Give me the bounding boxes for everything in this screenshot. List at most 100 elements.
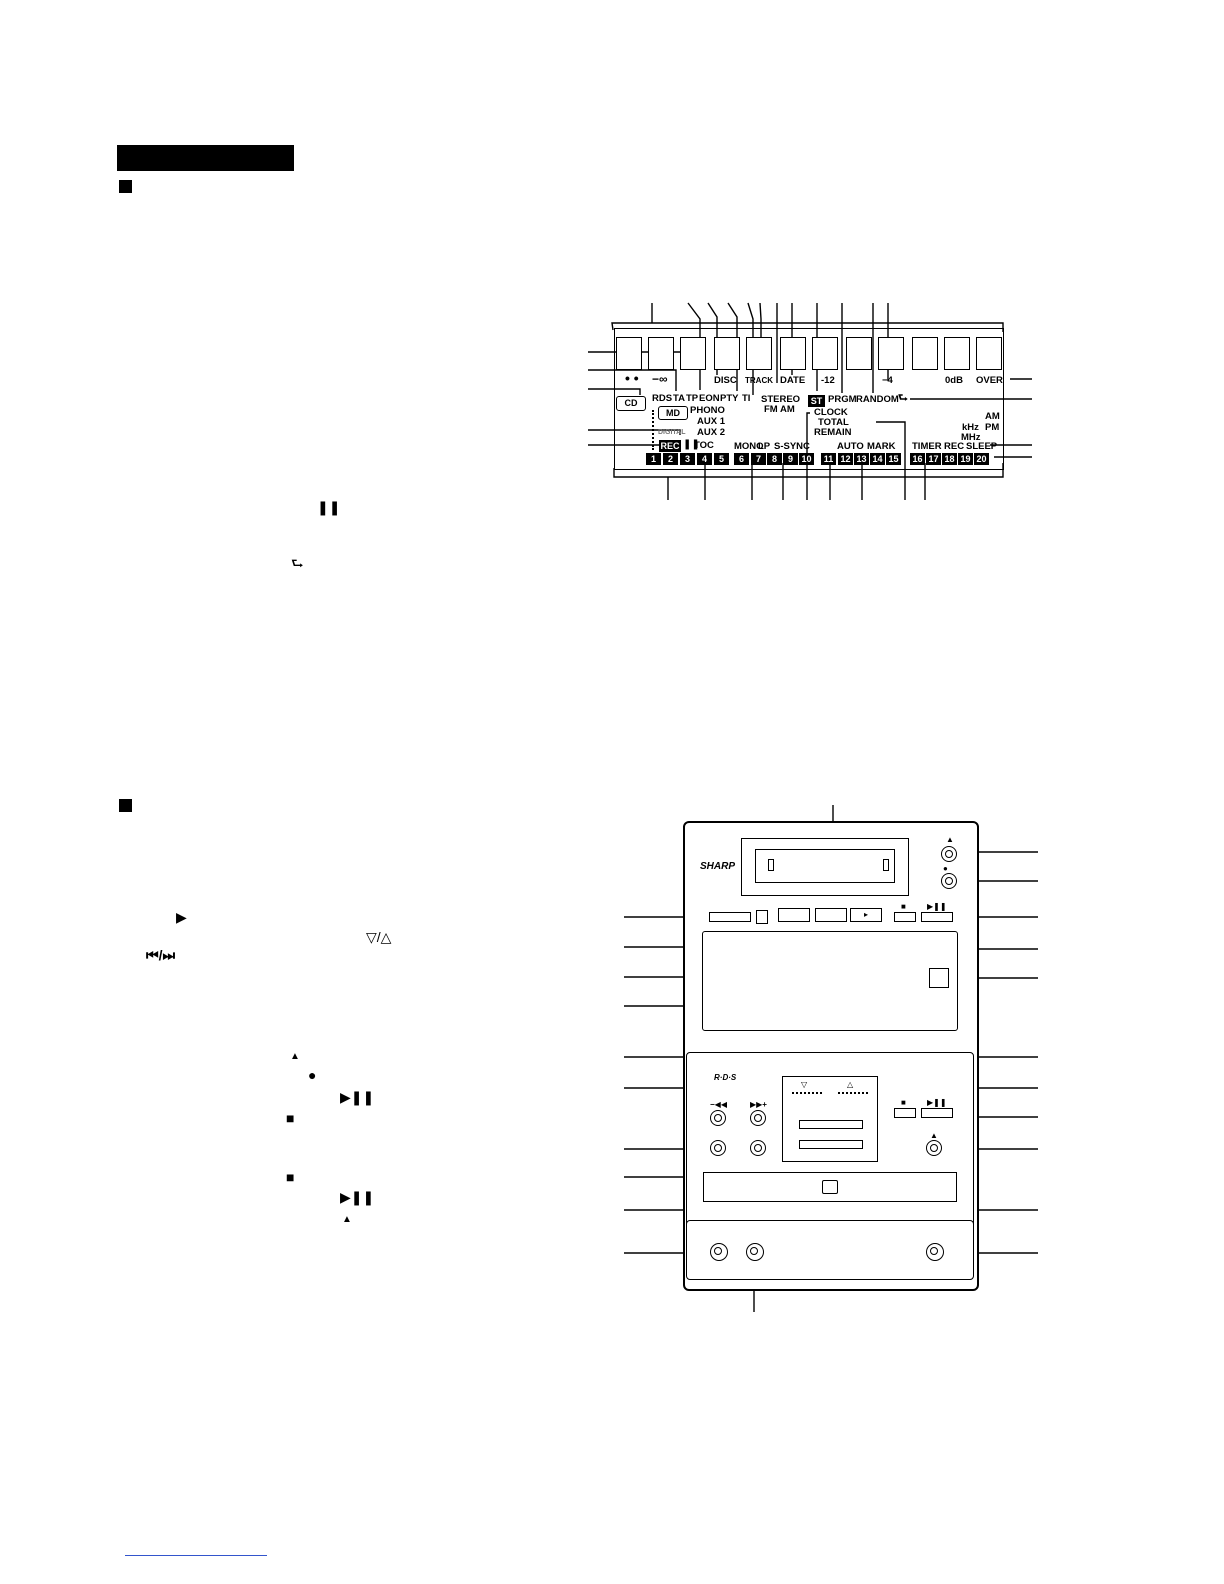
md-playpause-button[interactable] [921,912,953,922]
khz-indicator: kHz [962,422,979,433]
cd-tray[interactable] [703,1172,957,1202]
volume-down-knob[interactable] [710,1243,728,1261]
memory-button[interactable] [750,1140,766,1156]
cd-playpause-label: ▶❚❚ [927,1098,947,1107]
md-stop-label: ■ [901,902,906,911]
play-pause-symbol: ▶❚❚ [340,1089,375,1105]
digital-indicator: DIGITAL [658,429,686,436]
cd-slot-2[interactable] [799,1140,863,1149]
digit-8 [846,337,872,370]
pm-indicator: PM [985,422,1000,433]
disc-indicator: DISC [714,375,737,386]
repeat-symbol: ⮑ [291,555,304,571]
colon-indicator: • • [625,370,639,386]
track-number-13: 13 [854,453,869,465]
md-record-button[interactable] [941,873,957,889]
ssync-indicator: S-SYNC [774,441,810,452]
lp-indicator: LP [758,441,771,452]
track-number-5: 5 [714,453,729,465]
digit-5 [746,337,772,370]
track-number-7: 7 [751,453,766,465]
md-stop-button[interactable] [894,912,916,922]
tune-up-dots[interactable] [838,1092,868,1094]
md-play-button[interactable]: ▸ [850,908,882,922]
skip-symbol: ⏮/⏭ [146,947,176,963]
ti-indicator: TI [742,393,751,404]
fm-indicator: FM [764,404,778,415]
cd-stop-button[interactable] [894,1108,916,1118]
tune-down-label: ▽ [801,1080,808,1089]
remote-sensor [929,968,949,988]
minus12-indicator: -12 [821,375,835,386]
skip-back-label: −◀◀ [710,1100,727,1109]
track-number-19: 19 [958,453,973,465]
md-indicator: MD [658,406,688,420]
cassette-door[interactable] [702,931,958,1031]
track-number-3: 3 [680,453,695,465]
cd-indicator: CD [616,396,646,411]
record-symbol: ● [308,1067,317,1083]
cd-slot-1[interactable] [799,1120,863,1129]
track-indicator: TRACK [745,376,773,385]
minus4-indicator: −4 [882,375,893,386]
md-record-label: ● [943,864,948,873]
skip-forward-label: ▶▶+ [750,1100,767,1109]
md-function-button-2[interactable] [815,908,847,922]
tune-down-dots[interactable] [792,1092,822,1094]
mhz-indicator: MHz [961,432,981,443]
rds-logo: R·D·S [714,1073,737,1082]
cd-logo [822,1180,838,1194]
headphone-jack[interactable] [746,1243,764,1261]
volume-knob[interactable] [926,1243,944,1261]
phono-indicator: PHONO [690,405,725,416]
cd-eject-button[interactable] [926,1140,942,1156]
skip-back-button[interactable] [710,1110,726,1126]
eon-indicator: EON [699,393,720,404]
track-number-2: 2 [663,453,678,465]
track-number-12: 12 [838,453,853,465]
eject-symbol-2: ▲ [342,1214,352,1225]
display-callout-lines [588,302,1032,500]
play-symbol: ▶ [176,909,187,925]
aux1-indicator: AUX 1 [697,416,725,427]
tuner-control-block [782,1076,878,1162]
stereo-indicator: STEREO [761,394,801,405]
digit-6 [780,337,806,370]
aux2-indicator: AUX 2 [697,427,725,438]
mono-indicator: MONO [734,441,764,452]
md-display-window [755,849,895,883]
md-power-button[interactable] [709,912,751,922]
pause-symbol: ❚❚ [317,499,341,515]
sleep-indicator: SLEEP [966,441,998,452]
brand-logo: SHARP [700,861,736,872]
mark-indicator: MARK [867,441,896,452]
digit-3 [680,337,706,370]
digit-11 [944,337,970,370]
track-number-17: 17 [926,453,941,465]
md-display-marker-left [768,859,774,871]
md-eject-button[interactable] [941,846,957,862]
tune-up-label: △ [847,1080,854,1089]
clock-indicator: CLOCK [814,407,848,418]
tuner-button[interactable] [710,1140,726,1156]
tp-indicator: TP [686,393,699,404]
md-sensor [756,910,768,924]
repeat-indicator: ⮑ [898,392,908,404]
track-number-14: 14 [870,453,885,465]
st-indicator: ST [808,395,825,407]
cd-playpause-button[interactable] [921,1108,953,1118]
over-indicator: OVER [976,375,1003,386]
random-indicator: RANDOM [856,394,899,405]
eject-symbol: ▲ [290,1051,300,1062]
pause-indicator: ❚❚ [683,439,700,450]
rds-indicator: RDS [652,393,673,404]
skip-forward-button[interactable] [750,1110,766,1126]
toc-indicator: TOC [694,440,714,451]
digit-9 [878,337,904,370]
digit-7 [812,337,838,370]
0db-indicator: 0dB [945,375,963,386]
track-number-6: 6 [734,453,749,465]
md-eject-label: ▲ [946,835,954,844]
md-function-button-1[interactable] [778,908,810,922]
stop-symbol: ■ [286,1110,295,1126]
